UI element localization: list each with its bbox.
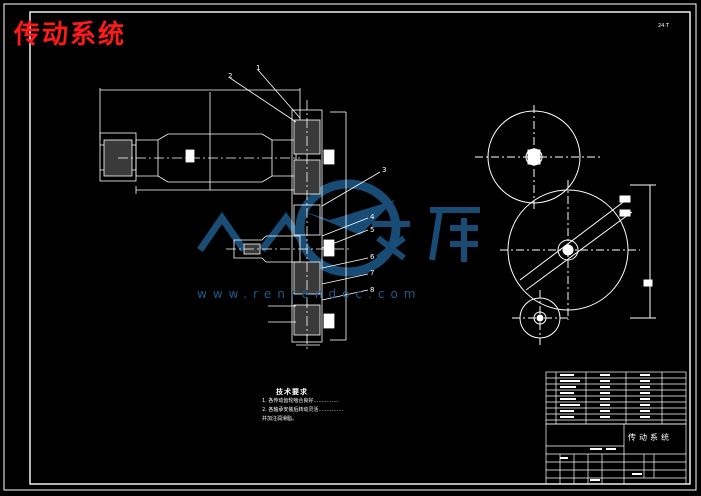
notes-line: 2. 各轴承安装后转动灵活…………… <box>262 407 344 413</box>
balloon-2: 2 <box>228 72 233 80</box>
balloon-7: 7 <box>370 269 375 277</box>
watermark-url: www.renrendoc.com <box>197 287 422 301</box>
title-block <box>545 371 687 485</box>
notes-line: 并加注润滑脂。 <box>262 416 298 422</box>
notes-title: 技术要求 <box>276 388 308 396</box>
drawing-title: 传动系统 <box>14 20 127 50</box>
notes-line: 1. 各传动齿轮啮合良好…………… <box>262 398 339 404</box>
balloon-5: 5 <box>370 226 375 234</box>
shaft-assembly <box>99 69 381 350</box>
outer-frame <box>3 3 697 491</box>
technical-notes: 技术要求 1. 各传动齿轮啮合良好…………… 2. 各轴承安装后转动灵活…………… <box>262 388 343 424</box>
balloon-4: 4 <box>370 213 375 221</box>
balloon-8: 8 <box>370 286 375 294</box>
balloon-3: 3 <box>382 166 387 174</box>
gear-layout <box>475 105 656 345</box>
balloon-6: 6 <box>370 253 375 261</box>
watermark-logo <box>197 179 480 277</box>
balloon-1: 1 <box>256 64 261 72</box>
title-block-name: 传动系统 <box>628 433 672 442</box>
inner-frame <box>29 11 691 485</box>
title-block-marks <box>560 374 650 481</box>
drawing-number: 24·T <box>658 23 670 29</box>
